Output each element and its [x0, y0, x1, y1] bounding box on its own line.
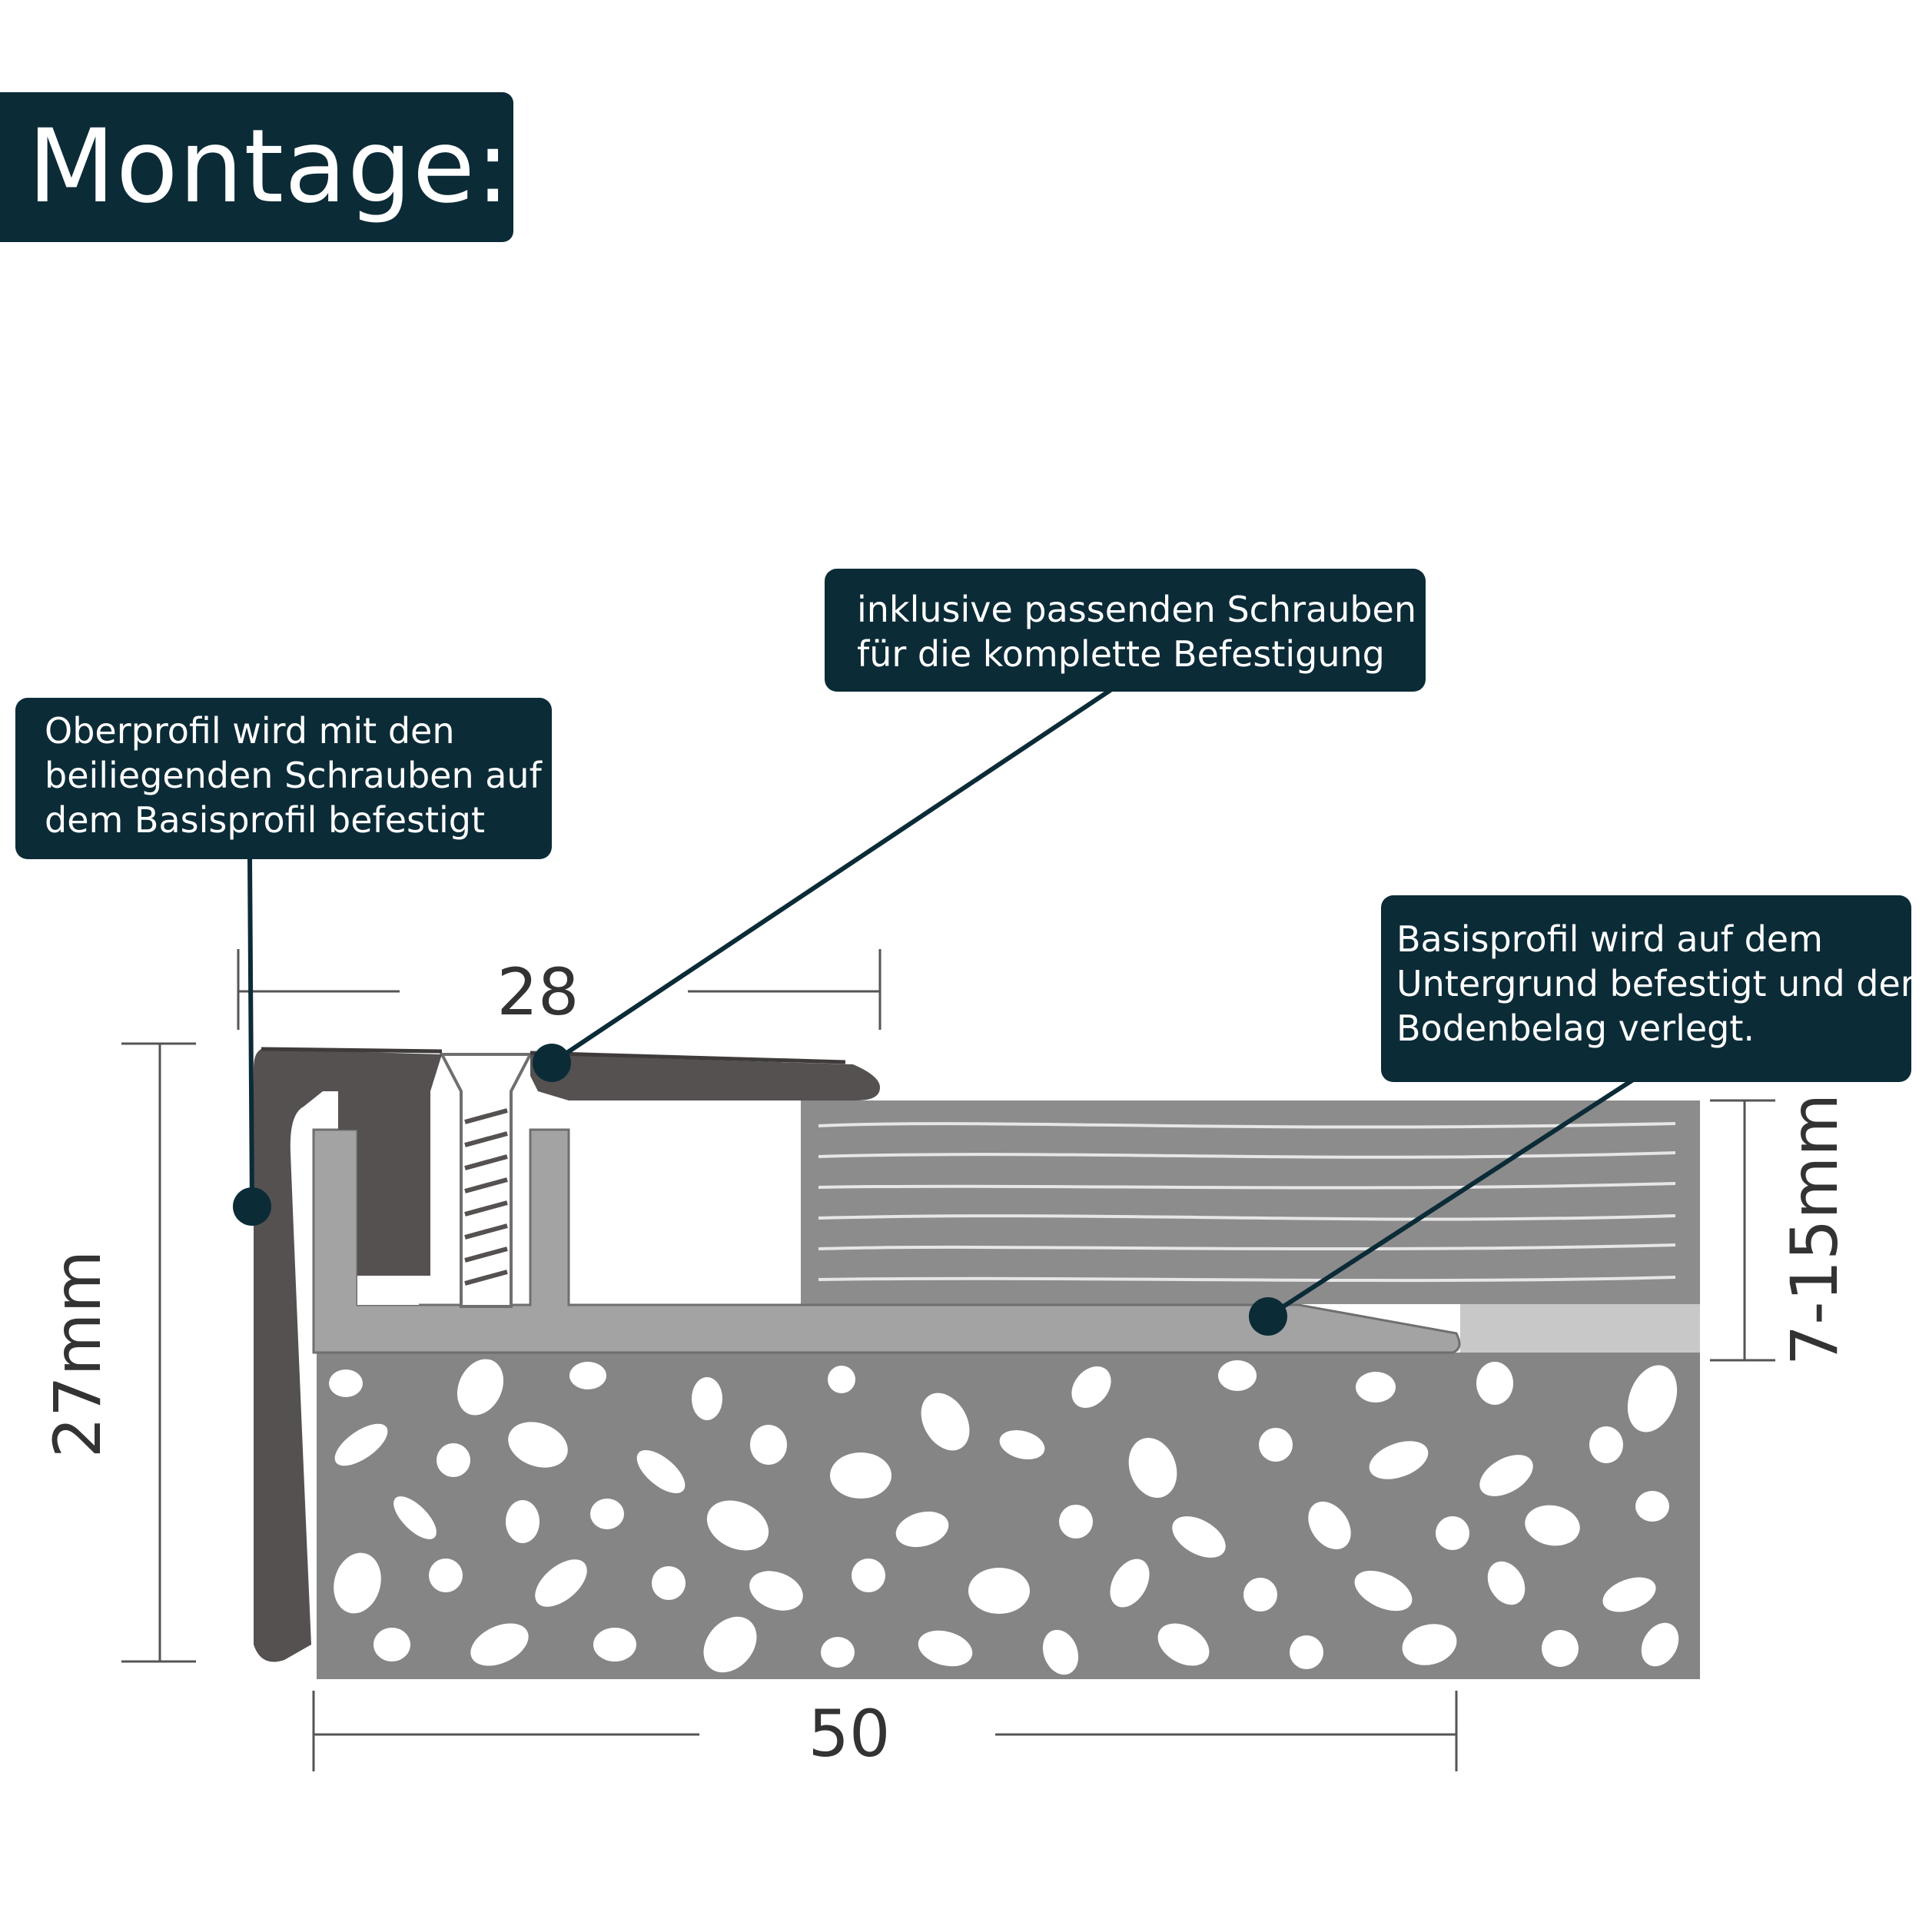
- top-profile-wing: [530, 1054, 880, 1100]
- dimension-lines: [121, 949, 1775, 1771]
- callout-screws: inklusive passenden Schrauben für die ko…: [825, 569, 1426, 692]
- title-banner: Montage:: [0, 92, 513, 242]
- clip-slot: [357, 1276, 419, 1305]
- callout-top-profile-line-2: beiliegenden Schrauben auf: [45, 755, 542, 796]
- wood-grain-lines: [818, 1122, 1676, 1283]
- dimension-top-width: 28: [497, 954, 579, 1030]
- top-profile-surface: [261, 1047, 846, 1064]
- callout-base-profile-line-3: Bodenbelag verlegt.: [1396, 1007, 1755, 1049]
- callout-screws-line-2: für die komplette Befestigung: [857, 633, 1385, 675]
- leader-dot-top-profile: [233, 1187, 271, 1226]
- page-title: Montage:: [28, 108, 511, 226]
- callout-screws-line-1: inklusive passenden Schrauben: [857, 589, 1417, 630]
- base-profile: [312, 1128, 1461, 1354]
- dimension-base-width: 50: [808, 1696, 891, 1771]
- leader-lines: [247, 688, 1635, 1319]
- callout-top-profile: Oberprofil wird mit den beiliegenden Sch…: [15, 698, 552, 859]
- screw-thread: [464, 1108, 508, 1286]
- callout-top-profile-line-3: dem Basisprofil befestigt: [45, 799, 486, 841]
- floor-gap: [1460, 1304, 1700, 1353]
- leader-dot-base-profile: [1249, 1297, 1287, 1336]
- t-connector: [338, 1091, 430, 1276]
- callout-base-profile-line-1: Basisprofil wird auf dem: [1396, 918, 1823, 960]
- floor-covering: [801, 1100, 1700, 1304]
- top-profile: [254, 1049, 442, 1662]
- screw: [439, 1053, 533, 1308]
- substrate-block: [317, 1353, 1700, 1679]
- callout-base-profile-line-2: Untergrund befestigt und der: [1396, 963, 1915, 1004]
- callout-base-profile: Basisprofil wird auf dem Untergrund befe…: [1381, 895, 1915, 1082]
- callout-top-profile-line-1: Oberprofil wird mit den: [45, 710, 455, 752]
- dimension-height: 27mm: [40, 1250, 115, 1459]
- dimension-floor-thickness: 7-15mm: [1777, 1094, 1852, 1366]
- leader-dot-screw: [533, 1044, 571, 1082]
- substrate-pebbles: [329, 1359, 1679, 1675]
